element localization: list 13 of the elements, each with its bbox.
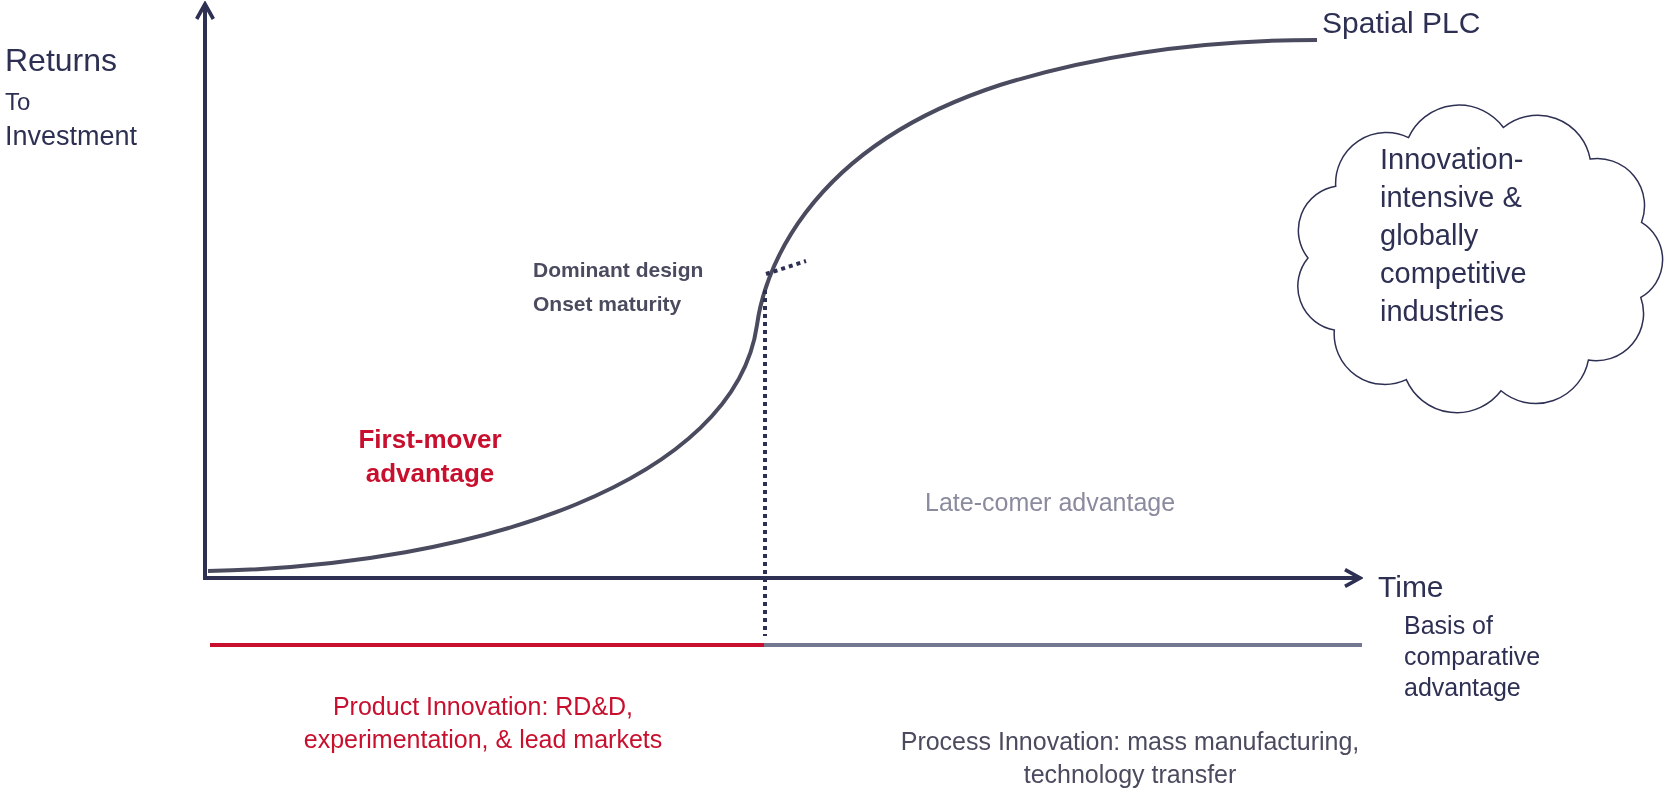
row-label: Basis of comparative advantage [1404,610,1542,703]
annotation-text: Dominant design [533,257,704,283]
phase-label: First-mover advantage [357,423,503,490]
annotation-text: Onset maturity [533,291,682,317]
curve-label: Spatial PLC [1322,5,1481,41]
axis-title: Investment [5,120,138,153]
axis-title: Returns [5,41,118,80]
phase-description: Process Innovation: mass manufacturing, technology transfer [899,726,1361,790]
axis-title: Time [1378,569,1444,605]
cloud-text: Innovation-intensive & globally competitive industries [1380,142,1528,329]
axis-title: To [5,87,31,117]
phase-description: Product Innovation: RD&D, experimentation, & lead markets [302,691,664,755]
phase-label: Late-comer advantage [925,487,1176,518]
